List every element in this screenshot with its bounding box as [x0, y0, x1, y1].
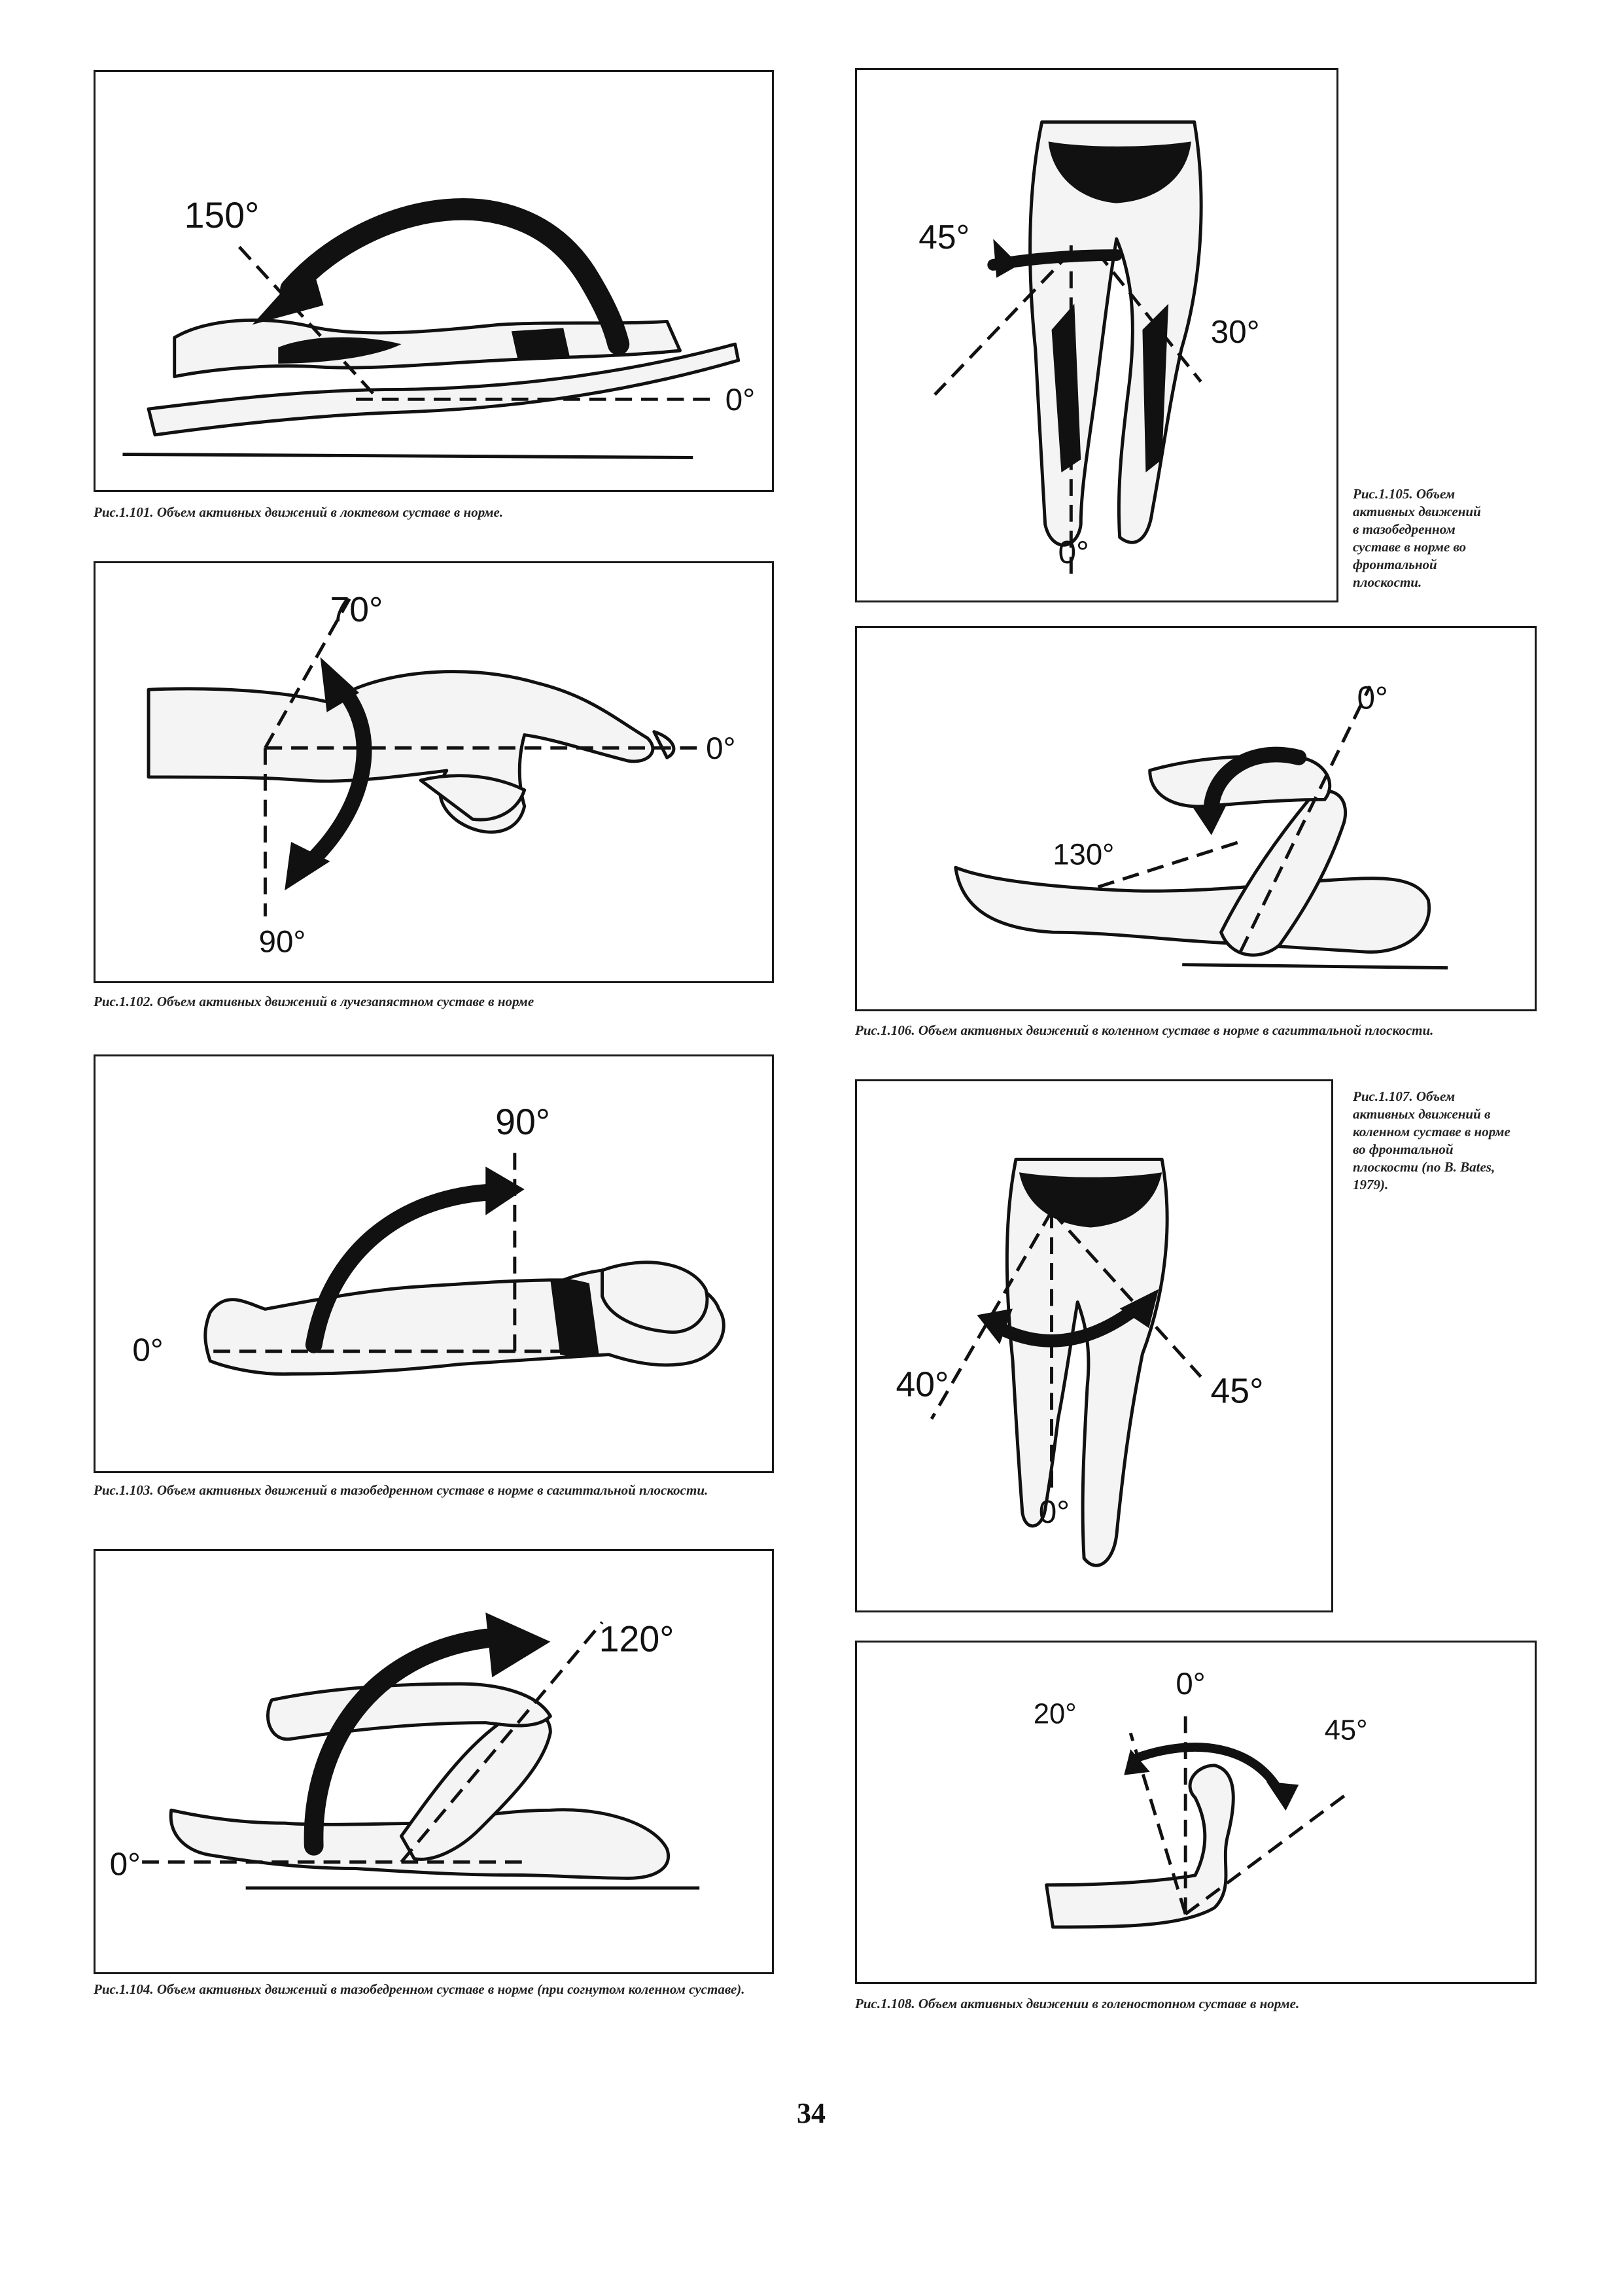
angle-label-45: 45° — [1211, 1372, 1264, 1410]
wrist-illustration: 70° 0° 90° — [147, 591, 736, 959]
figure-105-image: 45° 30° 0° — [855, 68, 1338, 602]
angle-label-90: 90° — [495, 1102, 550, 1142]
angle-label-130: 130° — [1053, 837, 1114, 871]
angle-label-0: 0° — [1058, 534, 1089, 570]
figure-106-image: 0° 130° — [855, 626, 1537, 1011]
angle-label-70: 70° — [330, 591, 383, 629]
angle-label-0: 0° — [706, 731, 735, 766]
angle-label-0: 0° — [1039, 1493, 1070, 1530]
caption-108: Рис.1.108. Объем активных движении в гол… — [855, 1996, 1300, 2011]
figure-103-image: 90° 0° — [94, 1054, 774, 1473]
caption-106: Рис.1.106. Объем активных движений в кол… — [855, 1022, 1434, 1038]
elbow-illustration: 150° 0° — [122, 195, 755, 459]
caption-103: Рис.1.103. Объем активных движений в таз… — [94, 1482, 708, 1498]
figure-101-image: 150° 0° — [94, 70, 774, 492]
angle-label-0: 0° — [725, 383, 755, 417]
caption-104: Рис.1.104. Объем активных движений в таз… — [94, 1981, 745, 1997]
angle-label-120: 120° — [599, 1619, 674, 1660]
hip-sagittal-illustration: 90° 0° — [132, 1102, 725, 1376]
caption-101: Рис.1.101. Объем активных движений в лок… — [94, 504, 504, 520]
page-number: 34 — [797, 2097, 826, 2129]
angle-label-150: 150° — [184, 195, 260, 235]
angle-label-0: 0° — [110, 1846, 141, 1882]
angle-label-20: 20° — [1034, 1699, 1077, 1730]
hip-flexed-illustration: 120° 0° — [110, 1612, 700, 1890]
ankle-illustration: 0° 20° 45° — [1034, 1667, 1368, 1929]
figure-107-image: 40° 45° 0° — [855, 1079, 1333, 1612]
figure-104-image: 120° 0° — [94, 1549, 774, 1974]
angle-label-40: 40° — [896, 1365, 949, 1404]
knee-frontal-illustration: 40° 45° 0° — [896, 1157, 1264, 1567]
caption-105: Рис.1.105. Объем активных движений в таз… — [1353, 486, 1481, 590]
caption-107: Рис.1.107. Объем активных движений в кол… — [1353, 1088, 1510, 1192]
caption-102: Рис.1.102. Объем активных движений в луч… — [94, 994, 534, 1009]
angle-label-0: 0° — [1176, 1667, 1205, 1701]
hip-frontal-illustration: 45° 30° 0° — [918, 120, 1260, 576]
angle-label-45: 45° — [1325, 1714, 1368, 1746]
knee-sagittal-illustration: 0° 130° — [954, 680, 1448, 970]
figure-102-image: 70° 0° 90° — [94, 561, 774, 983]
angle-label-0: 0° — [1357, 680, 1387, 716]
figure-108-image: 0° 20° 45° — [855, 1641, 1537, 1984]
angle-label-0: 0° — [132, 1332, 163, 1368]
angle-label-45: 45° — [918, 218, 969, 256]
angle-label-90: 90° — [259, 924, 306, 959]
angle-label-30: 30° — [1211, 313, 1260, 350]
